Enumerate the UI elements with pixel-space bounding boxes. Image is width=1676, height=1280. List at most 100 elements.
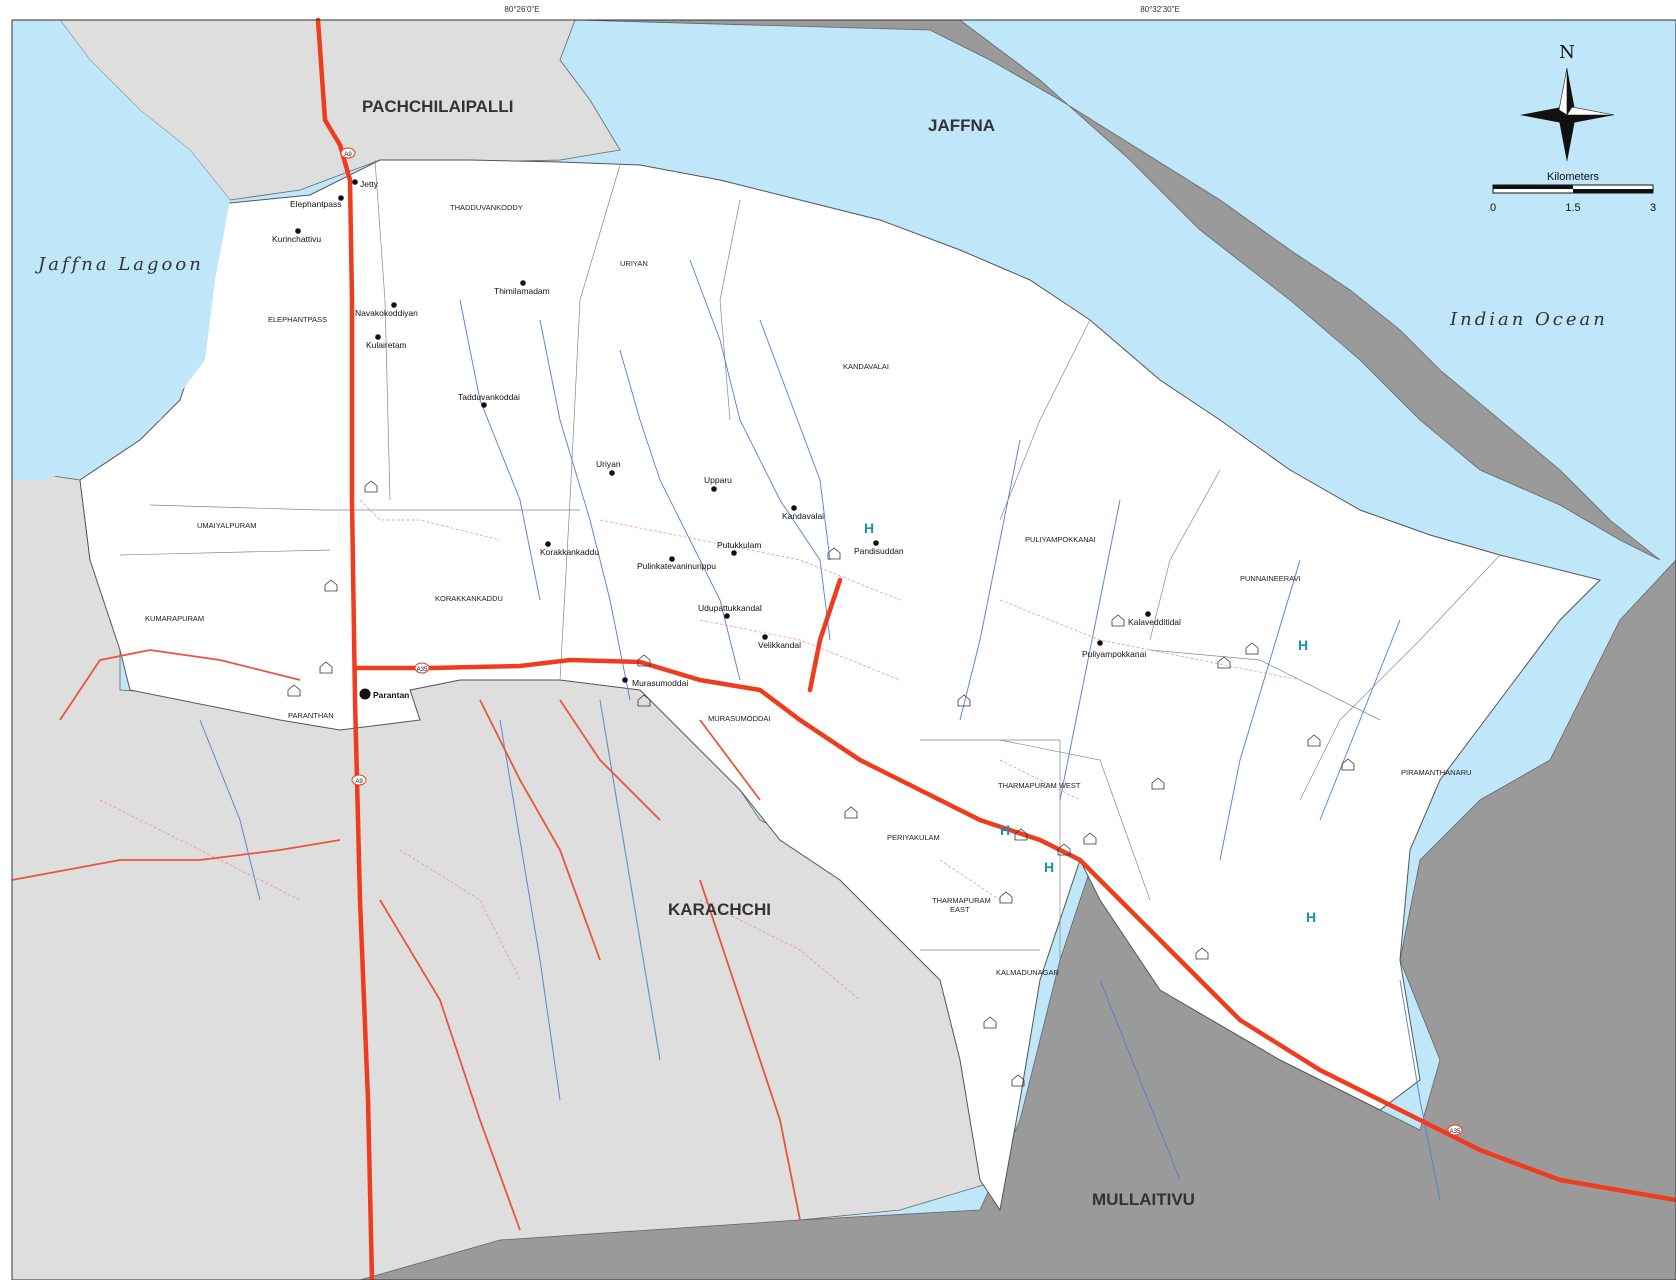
school-icon (827, 547, 841, 560)
minor-roads (99, 499, 1301, 1001)
north-arrow-label: N (1559, 42, 1575, 63)
gn-boundaries (119, 159, 1501, 960)
north-arrow: N (1520, 42, 1615, 162)
hospital-icon: H (1000, 822, 1010, 838)
gn-label: KANDAVALAI (843, 362, 889, 371)
place-label: Pandisuddan (854, 546, 904, 556)
place-label: Elephantpass (290, 199, 342, 209)
school-icon (1307, 734, 1321, 747)
gn-label: KORAKKANKADDU (435, 594, 503, 603)
road-label-a35-east: A35 (1450, 1129, 1461, 1135)
district-label-mullaitivu: MULLAITIVU (1092, 1190, 1195, 1209)
place-label: Korakkankaddu (540, 547, 599, 557)
gn-label: PUNNAINEERAVI (1240, 574, 1301, 583)
school-icon (637, 654, 651, 667)
school-icon (319, 661, 333, 674)
place-label: Parantan (373, 690, 409, 700)
place-label: Udupattukkandal (698, 603, 762, 613)
school-icon (844, 806, 858, 819)
place-label: Velikkandal (758, 640, 801, 650)
place-label: Puliyampokkanai (1082, 649, 1146, 659)
place-label: Jetty (360, 179, 379, 189)
school-icon (1057, 843, 1071, 856)
school-icon (999, 891, 1013, 904)
school-icon (1217, 656, 1231, 669)
gn-label: KUMARAPURAM (145, 614, 204, 623)
gn-label: PARANTHAN (288, 711, 334, 720)
place-label: Navakokoddiyan (355, 308, 418, 318)
places: Jetty Elephantpass Kurinchattivu Thimila… (272, 179, 1181, 700)
school-icon (1014, 828, 1028, 841)
school-icon (364, 480, 378, 493)
gn-label: MURASUMODDAI (708, 714, 771, 723)
place-label: Uriyan (596, 459, 621, 469)
scale-bar-tick-2: 3 (1650, 202, 1656, 214)
place-label: Kalavedditidal (1128, 617, 1181, 627)
place-label: Pulinkatevaninurippu (637, 561, 716, 571)
streams (199, 259, 1441, 1201)
place-label: Putukkulam (717, 540, 761, 550)
school-icon (287, 684, 301, 697)
gn-label: THARMAPURAM WEST (998, 781, 1081, 790)
gn-label: KALMADUNAGAR (996, 968, 1060, 977)
gn-label: PULIYAMPOKKANAI (1025, 535, 1096, 544)
gn-label: ELEPHANTPASS (268, 315, 327, 324)
place-label: Kurinchattivu (272, 234, 321, 244)
school-icon (1011, 1074, 1025, 1087)
school-icon (957, 694, 971, 707)
gn-labels: THADDUVANKODDY URIYAN ELEPHANTPASS KANDA… (145, 203, 1471, 977)
road-label-a9-north: A9 (344, 152, 352, 158)
scale-bar-title: Kilometers (1547, 171, 1599, 183)
a9-highway (315, 17, 375, 1280)
scale-bar-tick-0: 0 (1490, 202, 1496, 214)
gn-label: PERIYAKULAM (887, 833, 940, 842)
road-shields: A9 A9 A35 A35 (340, 147, 1463, 1136)
school-icon (1151, 777, 1165, 790)
gn-label: UMAIYALPURAM (197, 521, 256, 530)
school-icon (1245, 642, 1259, 655)
graticule-label-east: 80°32'30"E (1140, 5, 1180, 14)
gn-label: PIRAMANTHANARU (1401, 768, 1471, 777)
school-icon (324, 579, 338, 592)
school-icon (1083, 832, 1097, 845)
jaffna-lagoon (12, 20, 230, 480)
district-label-jaffna: JAFFNA (928, 116, 995, 135)
hospital-icons: H H H H H (864, 520, 1316, 925)
gn-label: THADDUVANKODDY (450, 203, 523, 212)
water-label-jaffna-lagoon: Jaffna Lagoon (34, 254, 204, 275)
main-roads (11, 649, 801, 1231)
place-label: Thimilamadam (494, 286, 550, 296)
a35-highway (354, 657, 1676, 1203)
map-border (11, 19, 1676, 1280)
graticule-label-west: 80°26'0"E (504, 5, 539, 14)
place-label: Kulairetam (366, 340, 407, 350)
district-label-pachchilaipalli: PACHCHILAIPALLI (362, 97, 513, 116)
kandavalai-district (79, 159, 1601, 1212)
hospital-icon: H (1298, 637, 1308, 653)
road-label-a9-south: A9 (355, 779, 363, 785)
a35-spur (807, 577, 843, 693)
district-label-karachchi: KARACHCHI (668, 900, 771, 919)
scale-bar-tick-1: 1.5 (1565, 202, 1580, 214)
place-label: Kandavalai (782, 511, 824, 521)
school-icons (287, 480, 1355, 1087)
place-label: Murasumoddai (632, 678, 688, 688)
hospital-icon: H (864, 520, 874, 536)
gn-label: THARMAPURAM (932, 896, 991, 905)
school-icon (983, 1016, 997, 1029)
place-label: Tadduvankoddai (458, 392, 520, 402)
gn-label: EAST (950, 905, 970, 914)
school-icon (637, 694, 651, 707)
jaffna-land (574, 19, 1661, 561)
scale-bar: Kilometers 0 1.5 3 (1490, 171, 1656, 214)
hospital-icon: H (1044, 859, 1054, 875)
school-icon (1341, 758, 1355, 771)
water-label-indian-ocean: Indian Ocean (1449, 309, 1608, 330)
road-label-a35-west: A35 (417, 667, 428, 673)
highways (315, 17, 1676, 1280)
gn-label: URIYAN (620, 259, 648, 268)
place-label: Upparu (704, 475, 732, 485)
school-icon (1195, 947, 1209, 960)
school-icon (1111, 614, 1125, 627)
